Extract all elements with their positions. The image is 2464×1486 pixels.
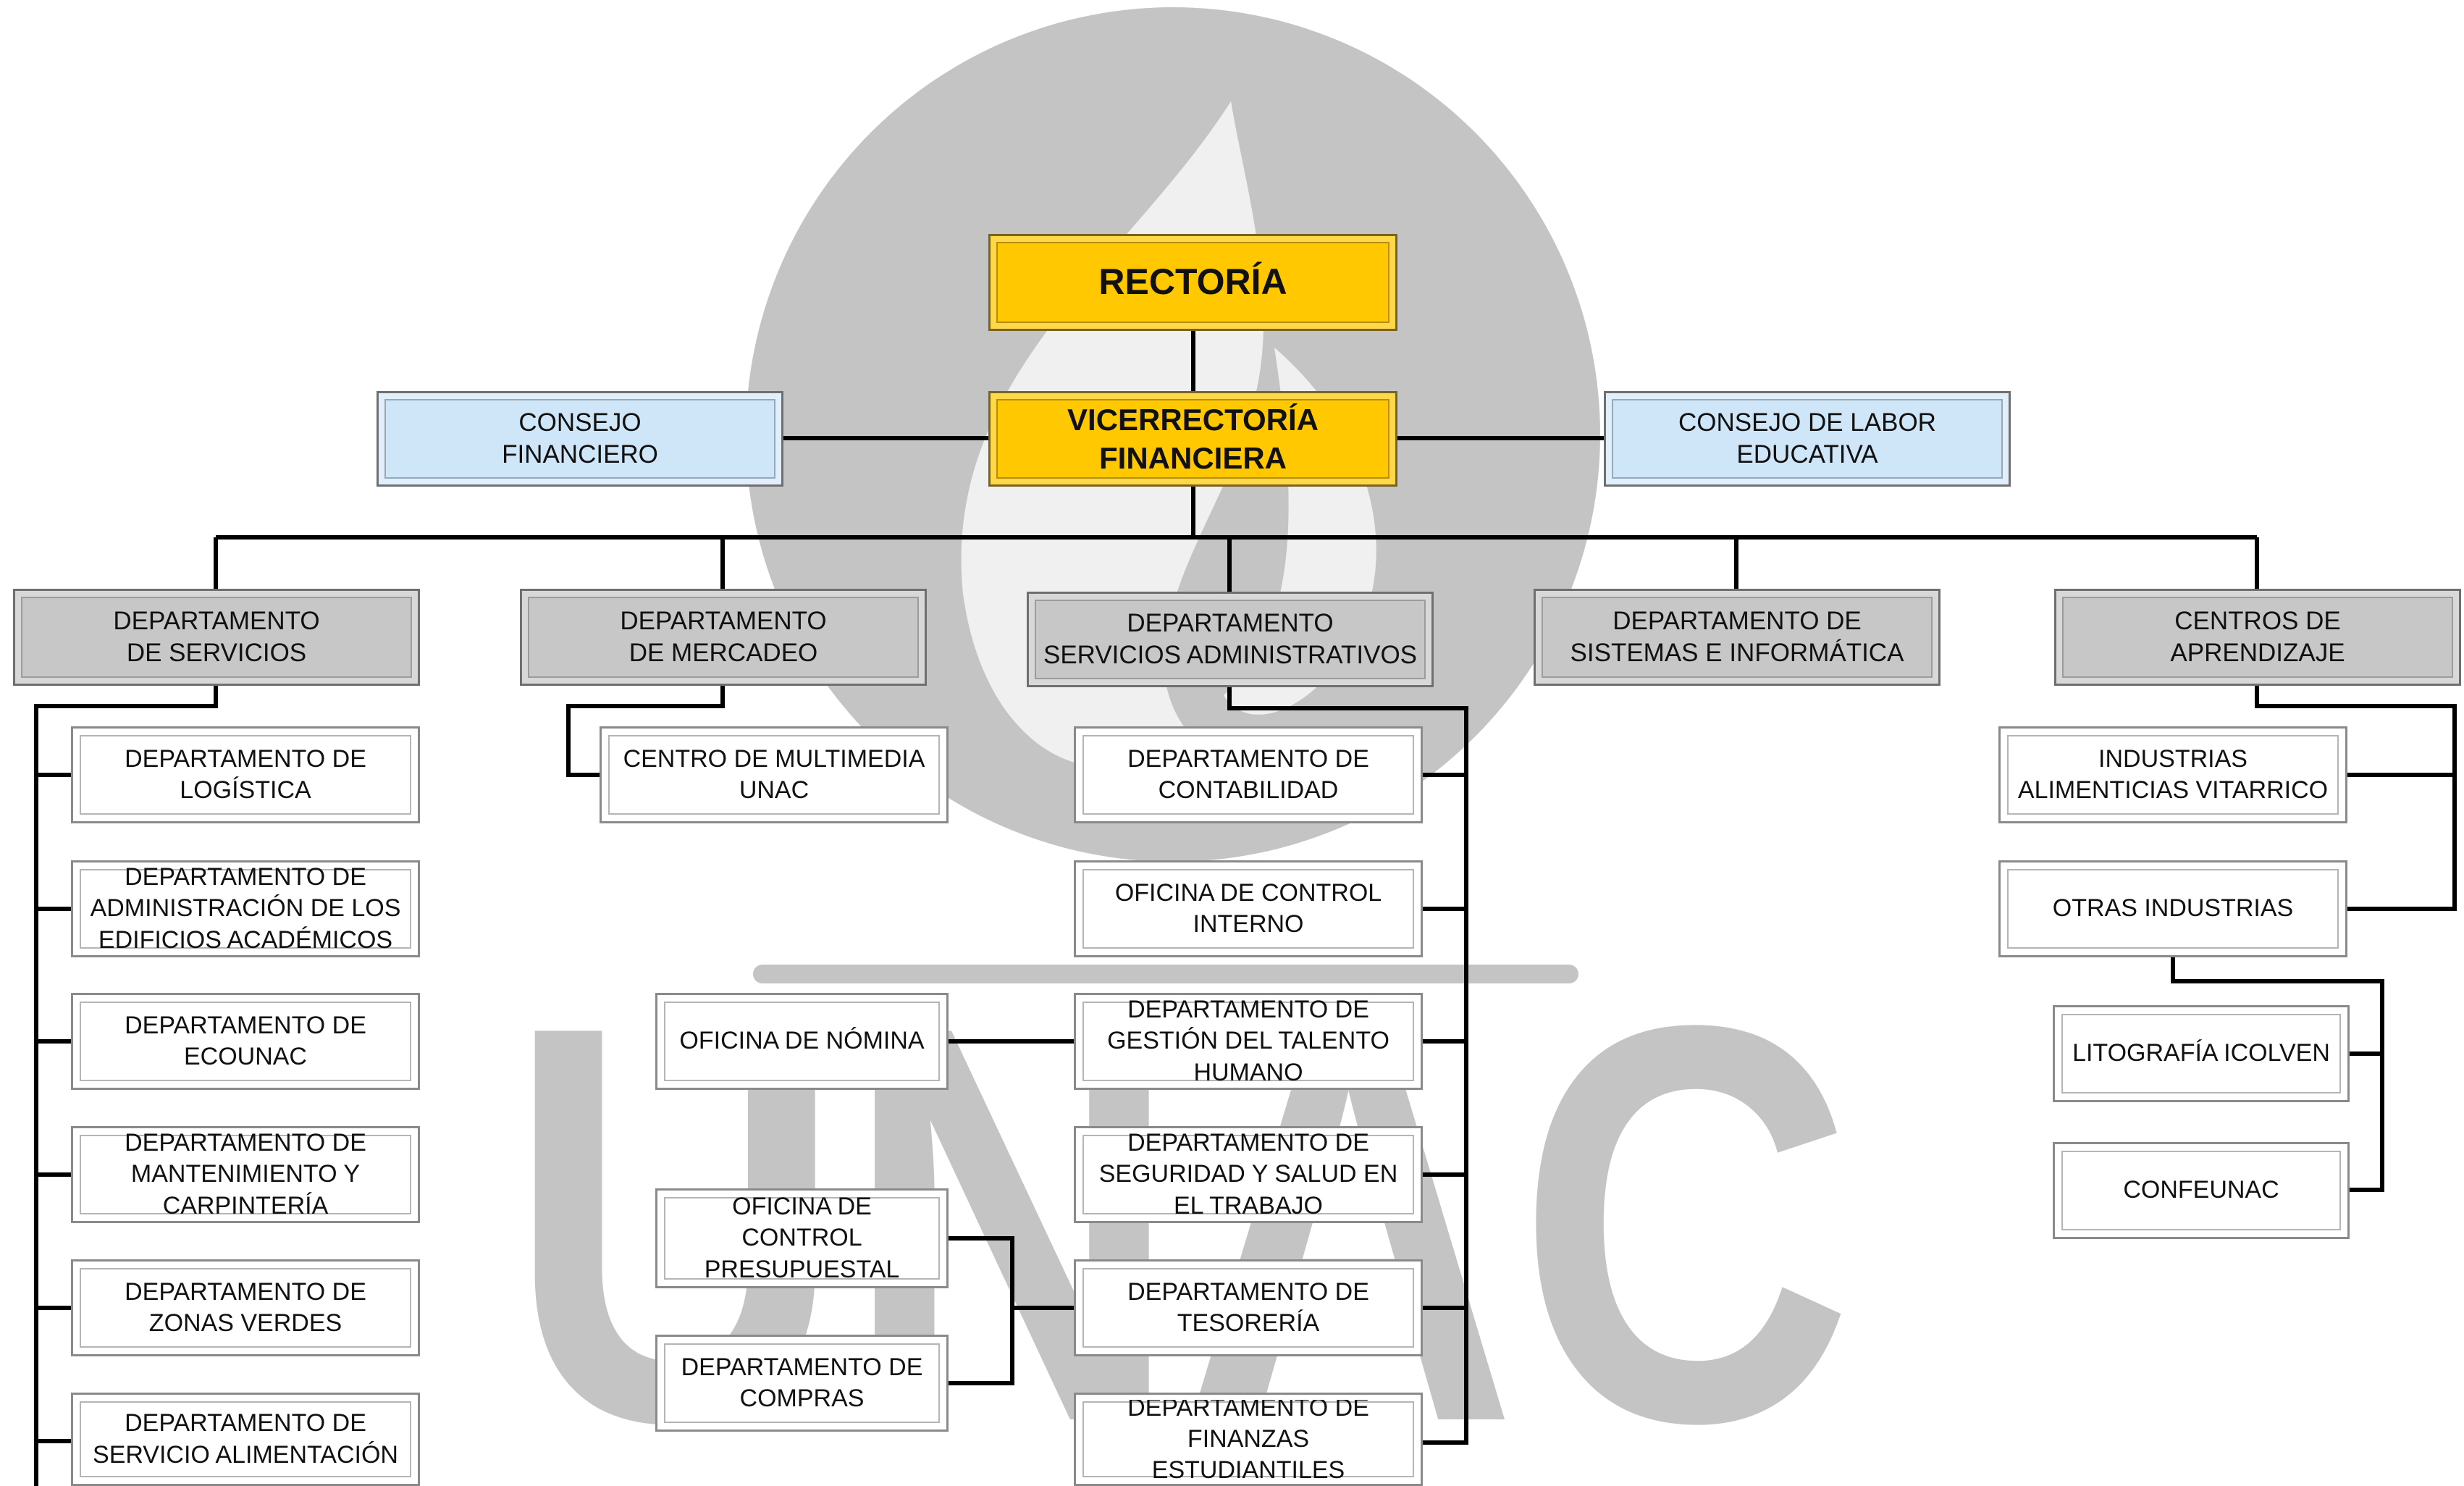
node-compras: DEPARTAMENTO DE COMPRAS <box>655 1335 949 1432</box>
node-edificios-academicos: DEPARTAMENTO DE ADMINISTRACIÓN DE LOS ED… <box>71 860 420 957</box>
node-ecounac: DEPARTAMENTO DE ECOUNAC <box>71 993 420 1090</box>
node-contabilidad: DEPARTAMENTO DE CONTABILIDAD <box>1074 726 1423 823</box>
node-centro-multimedia: CENTRO DE MULTIMEDIA UNAC <box>600 726 949 823</box>
node-control-interno: OFICINA DE CONTROL INTERNO <box>1074 860 1423 957</box>
connector-servicios-children <box>36 773 75 1443</box>
connector-presupuestal-compras <box>948 1236 1077 1385</box>
node-departamento-servicios-administrativos: DEPARTAMENTO SERVICIOS ADMINISTRATIVOS <box>1027 592 1434 687</box>
connector-admin-children <box>1423 773 1466 1310</box>
node-mantenimiento-carpinteria: DEPARTAMENTO DE MANTENIMIENTO Y CARPINTE… <box>71 1126 420 1223</box>
node-departamento-mercadeo: DEPARTAMENTO DE MERCADEO <box>520 589 927 686</box>
node-consejo-labor-educativa: CONSEJO DE LABOR EDUCATIVA <box>1604 391 2011 487</box>
connector-centros-lower <box>2171 954 2384 1192</box>
node-litografia-icolven: LITOGRAFÍA ICOLVEN <box>2053 1005 2350 1102</box>
node-departamento-sistemas: DEPARTAMENTO DE SISTEMAS E INFORMÁTICA <box>1534 589 1940 686</box>
node-talento-humano: DEPARTAMENTO DE GESTIÓN DEL TALENTO HUMA… <box>1074 993 1423 1090</box>
connector-centros-upper <box>2255 684 2457 911</box>
node-seguridad-salud: DEPARTAMENTO DE SEGURIDAD Y SALUD EN EL … <box>1074 1126 1423 1223</box>
node-logistica: DEPARTAMENTO DE LOGÍSTICA <box>71 726 420 823</box>
node-oficina-nomina: OFICINA DE NÓMINA <box>655 993 949 1090</box>
node-industrias-vitarrico: INDUSTRIAS ALIMENTICIAS VITARRICO <box>1998 726 2347 823</box>
node-otras-industrias: OTRAS INDUSTRIAS <box>1998 860 2347 957</box>
node-consejo-financiero: CONSEJO FINANCIERO <box>377 391 783 487</box>
node-departamento-servicios: DEPARTAMENTO DE SERVICIOS <box>13 589 420 686</box>
node-centros-aprendizaje: CENTROS DE APRENDIZAJE <box>2054 589 2461 686</box>
node-tesoreria: DEPARTAMENTO DE TESORERÍA <box>1074 1259 1423 1356</box>
node-vicerrectoria-financiera: VICERRECTORÍA FINANCIERA <box>988 391 1397 487</box>
registered-mark: ® <box>1477 578 1508 625</box>
node-control-presupuestal: OFICINA DE CONTROL PRESUPUESTAL <box>655 1188 949 1288</box>
node-rectoria: RECTORÍA <box>988 234 1397 331</box>
connector-admin-spine <box>1227 684 1468 1445</box>
connector-servicios-spine <box>34 684 218 1486</box>
node-servicio-alimentacion: DEPARTAMENTO DE SERVICIO ALIMENTACIÓN <box>71 1393 420 1486</box>
connector-mercadeo-multimedia <box>566 684 725 777</box>
node-finanzas-estudiantiles: DEPARTAMENTO DE FINANZAS ESTUDIANTILES <box>1074 1393 1423 1486</box>
node-confeunac: CONFEUNAC <box>2053 1142 2350 1239</box>
node-zonas-verdes: DEPARTAMENTO DE ZONAS VERDES <box>71 1259 420 1356</box>
